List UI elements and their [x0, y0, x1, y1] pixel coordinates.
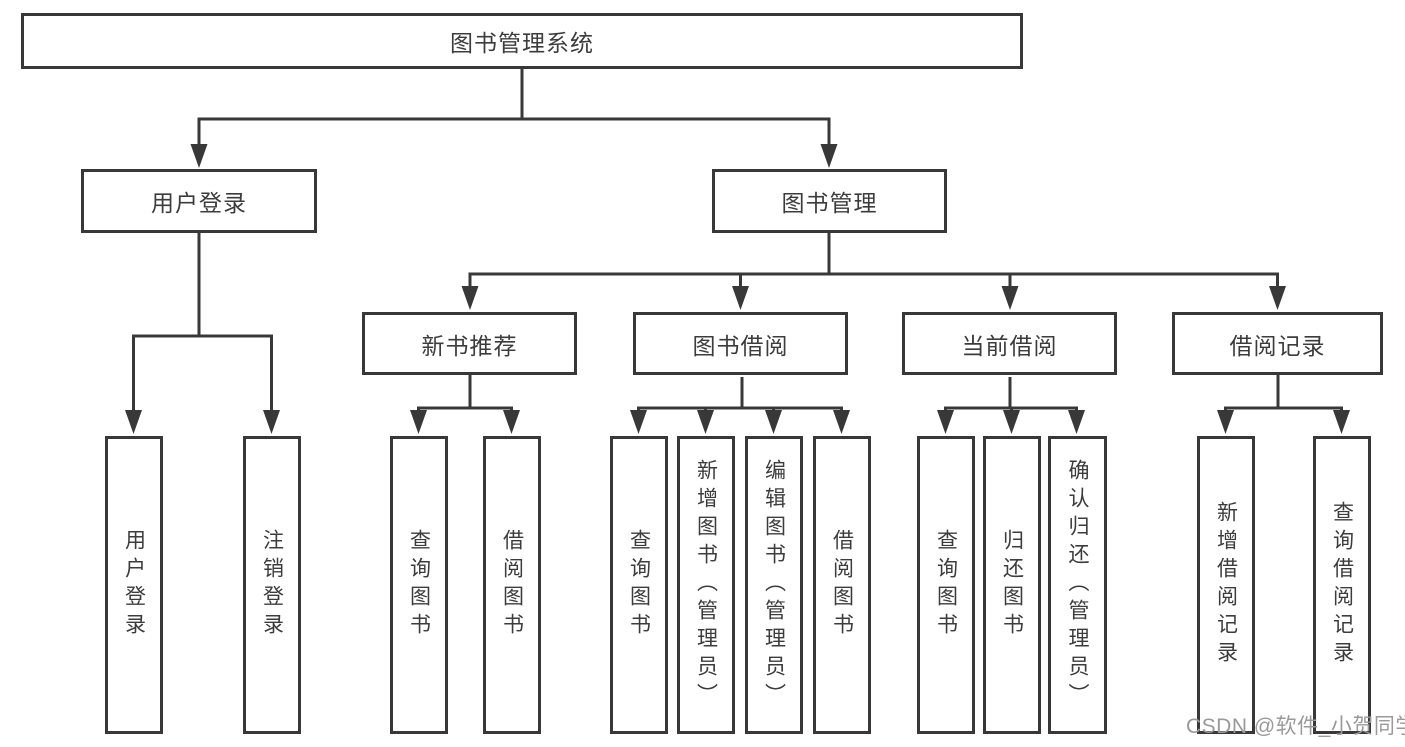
node-current-borrowing: 当前借阅: [902, 312, 1117, 375]
node-book-management: 图书管理: [712, 169, 947, 233]
leaf-add-borrow-record-label: 新增借阅记录: [1214, 501, 1238, 669]
node-book-borrowing: 图书借阅: [633, 312, 848, 375]
leaf-borrow-books-recommend-label: 借阅图书: [500, 529, 524, 641]
leaf-logout-label: 注销登录: [260, 529, 284, 641]
node-new-book-recommendation-label: 新书推荐: [421, 332, 518, 359]
leaf-add-book-admin-label: 新增图书（管理员）: [694, 459, 718, 711]
leaf-query-books-recommend: 查询图书: [390, 436, 448, 734]
node-user-login: 用户登录: [81, 169, 317, 233]
node-root: 图书管理系统: [21, 13, 1023, 69]
leaf-query-books-borrow-label: 查询图书: [627, 529, 651, 641]
leaf-query-books-borrow: 查询图书: [610, 436, 668, 734]
leaf-borrow-books-recommend: 借阅图书: [483, 436, 541, 734]
arrowheads: [125, 144, 1350, 434]
node-borrowing-records-label: 借阅记录: [1229, 332, 1326, 359]
leaf-return-books-label: 归还图书: [1000, 529, 1024, 641]
leaf-query-books-current: 查询图书: [917, 436, 975, 734]
node-book-management-label: 图书管理: [781, 190, 878, 216]
node-user-login-label: 用户登录: [151, 190, 247, 216]
node-book-borrowing-label: 图书借阅: [692, 332, 789, 359]
leaf-query-borrow-record: 查询借阅记录: [1313, 436, 1371, 734]
leaf-query-books-recommend-label: 查询图书: [407, 529, 431, 641]
leaf-logout: 注销登录: [243, 436, 301, 734]
leaf-user-login: 用户登录: [105, 436, 163, 734]
connector-stems: [132, 69, 1343, 414]
leaf-borrow-books-borrow: 借阅图书: [813, 436, 871, 734]
node-current-borrowing-label: 当前借阅: [961, 332, 1058, 359]
leaf-borrow-books-borrow-label: 借阅图书: [830, 529, 854, 641]
leaf-add-book-admin: 新增图书（管理员）: [677, 436, 735, 734]
leaf-edit-book-admin: 编辑图书（管理员）: [745, 436, 803, 734]
csdn-watermark: CSDN @软件_小贺同学: [1186, 715, 1405, 738]
node-new-book-recommendation: 新书推荐: [362, 312, 577, 375]
leaf-query-borrow-record-label: 查询借阅记录: [1330, 501, 1354, 669]
node-borrowing-records: 借阅记录: [1172, 312, 1383, 375]
leaf-user-login-label: 用户登录: [122, 529, 146, 641]
leaf-add-borrow-record: 新增借阅记录: [1197, 436, 1255, 734]
leaf-confirm-return-admin: 确认归还（管理员）: [1048, 436, 1107, 734]
leaf-query-books-current-label: 查询图书: [934, 529, 958, 641]
leaf-confirm-return-admin-label: 确认归还（管理员）: [1066, 459, 1089, 711]
leaf-edit-book-admin-label: 编辑图书（管理员）: [762, 459, 786, 711]
leaf-return-books: 归还图书: [983, 436, 1041, 734]
node-root-label: 图书管理系统: [450, 30, 594, 56]
